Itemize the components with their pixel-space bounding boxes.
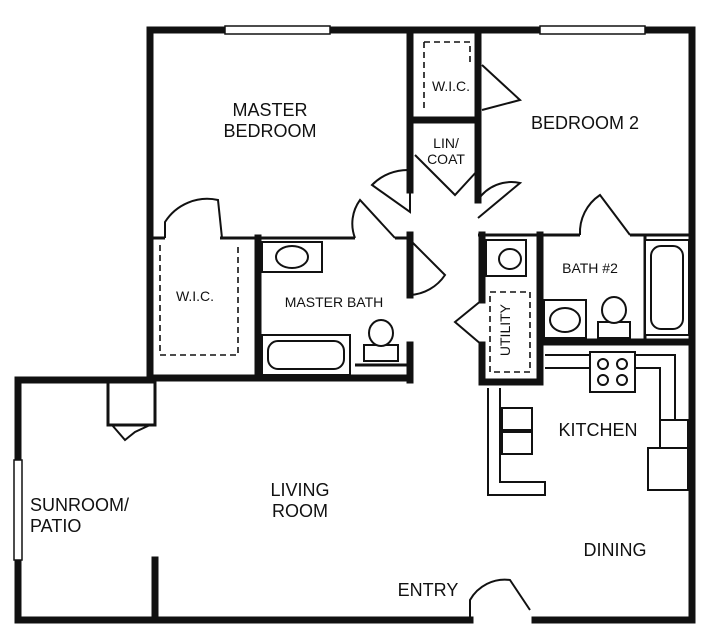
- windows: [13, 25, 646, 561]
- master-bath-fixtures: [261, 241, 399, 376]
- label-wic-top: W.I.C.: [431, 78, 471, 94]
- label-bath-2: BATH #2: [562, 260, 618, 276]
- label-master-bedroom: MASTER BEDROOM: [223, 100, 317, 141]
- label-dining: DINING: [583, 540, 647, 560]
- label-master-bath: MASTER BATH: [284, 294, 384, 310]
- bath-2-fixtures: [485, 239, 690, 339]
- label-utility: UTILITY: [496, 303, 513, 357]
- kitchen-fixtures: [487, 351, 689, 496]
- closet-shelves: [159, 41, 531, 373]
- label-kitchen: KITCHEN: [558, 420, 638, 440]
- label-sunroom-patio: SUNROOM/ PATIO: [30, 495, 129, 536]
- label-wic-left: W.I.C.: [175, 288, 215, 304]
- label-bedroom-2: BEDROOM 2: [530, 113, 640, 133]
- label-living-room: LIVING ROOM: [270, 480, 330, 521]
- label-lin-coat: LIN/ COAT: [427, 135, 465, 168]
- label-entry: ENTRY: [397, 580, 459, 600]
- interior-walls: [106, 26, 696, 624]
- door-swings: [111, 64, 631, 620]
